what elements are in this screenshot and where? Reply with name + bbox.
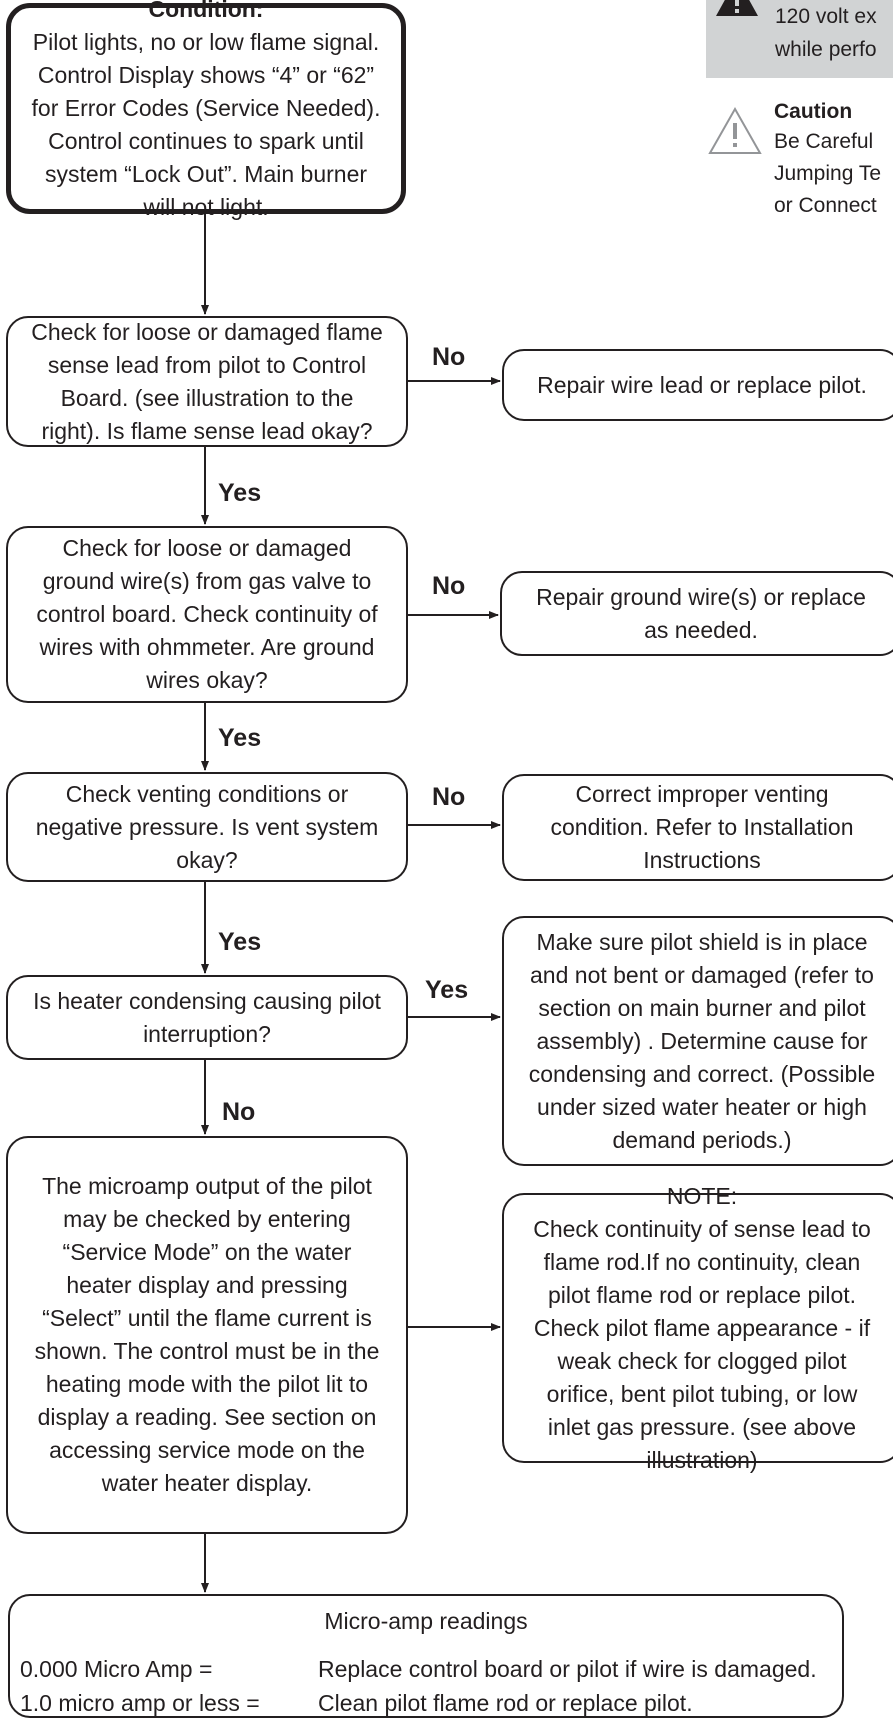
label-no-4: No <box>222 1098 256 1126</box>
micro-amp-title: Micro-amp readings <box>324 1608 528 1634</box>
label-no-3: No <box>432 783 466 811</box>
condition-title: Condition: <box>148 0 264 22</box>
label-yes-1: Yes <box>218 479 262 507</box>
note-text: Check continuity of sense lead to flame … <box>533 1215 871 1473</box>
micro-amp-reading: 0.000 Micro Amp = <box>20 1656 213 1682</box>
label-yes-4: Yes <box>425 976 469 1004</box>
caution-icon <box>708 106 762 154</box>
condition-text: Pilot lights, no or low flame signal. Co… <box>31 29 381 220</box>
warning-text: 120 volt ex while perfo <box>775 5 877 61</box>
label-no-2: No <box>432 572 466 600</box>
micro-amp-row: 0.000 Micro Amp = Replace control board o… <box>20 1656 817 1683</box>
decision-condensing: Is heater condensing causing pilot inter… <box>6 975 408 1060</box>
action-repair-ground-wires: Repair ground wire(s) or replace as need… <box>500 571 893 656</box>
label-yes-3: Yes <box>218 928 262 956</box>
action-correct-venting: Correct improper venting condition. Refe… <box>502 774 893 881</box>
note-title: NOTE: <box>666 1182 738 1209</box>
warning-icon <box>716 0 758 16</box>
condition-box: Condition: Pilot lights, no or low flame… <box>6 0 406 220</box>
micro-amp-action: Replace control board or pilot if wire i… <box>318 1656 817 1682</box>
note-box: NOTE: Check continuity of sense lead to … <box>502 1183 893 1473</box>
decision-venting: Check venting conditions or negative pre… <box>6 772 408 882</box>
caution-text: Be Careful Jumping Te or Connect <box>774 130 882 217</box>
caution-title: Caution <box>774 100 853 123</box>
decision-flame-sense-lead: Check for loose or damaged flame sense l… <box>6 316 408 447</box>
micro-amp-readings-box: Micro-amp readings 0.000 Micro Amp = Repl… <box>8 1594 844 1718</box>
decision-ground-wires: Check for loose or damaged ground wire(s… <box>6 526 408 703</box>
label-yes-2: Yes <box>218 724 262 752</box>
warning-box: 120 volt ex while perfo <box>706 0 893 78</box>
microamp-check-box: The microamp output of the pilot may be … <box>6 1136 408 1534</box>
action-repair-wire-lead: Repair wire lead or replace pilot. <box>502 349 893 421</box>
action-pilot-shield: Make sure pilot shield is in place and n… <box>502 916 893 1166</box>
micro-amp-action: Clean pilot flame rod or replace pilot. <box>318 1690 693 1716</box>
label-no-1: No <box>432 343 466 371</box>
